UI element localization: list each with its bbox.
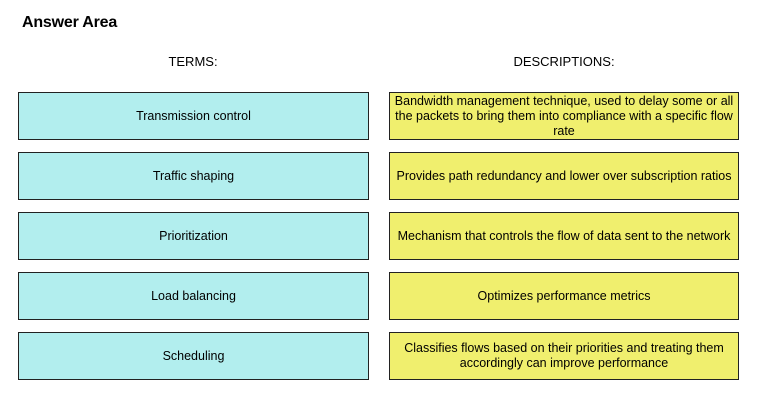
description-label: Bandwidth management technique, used to … (394, 93, 734, 138)
description-label: Provides path redundancy and lower over … (396, 168, 732, 183)
term-item-traffic-shaping[interactable]: Traffic shaping (18, 152, 369, 200)
terms-header: TERMS: (168, 54, 218, 69)
description-target-3[interactable]: Mechanism that controls the flow of data… (389, 212, 739, 260)
term-label: Traffic shaping (152, 168, 235, 183)
term-label: Transmission control (136, 108, 251, 123)
term-label: Load balancing (151, 288, 236, 303)
answer-area-title: Answer Area (22, 14, 118, 31)
term-item-prioritization[interactable]: Prioritization (18, 212, 369, 260)
term-item-scheduling[interactable]: Scheduling (18, 332, 369, 380)
description-target-5[interactable]: Classifies flows based on their prioriti… (389, 332, 739, 380)
description-label: Classifies flows based on their prioriti… (404, 341, 724, 370)
term-label: Scheduling (162, 348, 225, 363)
description-target-1[interactable]: Bandwidth management technique, used to … (389, 92, 739, 140)
description-label: Mechanism that controls the flow of data… (397, 228, 731, 243)
term-item-transmission-control[interactable]: Transmission control (18, 92, 369, 140)
term-label: Prioritization (159, 228, 228, 243)
description-target-2[interactable]: Provides path redundancy and lower over … (389, 152, 739, 200)
description-label: Optimizes performance metrics (477, 288, 651, 303)
term-item-load-balancing[interactable]: Load balancing (18, 272, 369, 320)
descriptions-header: DESCRIPTIONS: (513, 54, 615, 69)
description-target-4[interactable]: Optimizes performance metrics (389, 272, 739, 320)
